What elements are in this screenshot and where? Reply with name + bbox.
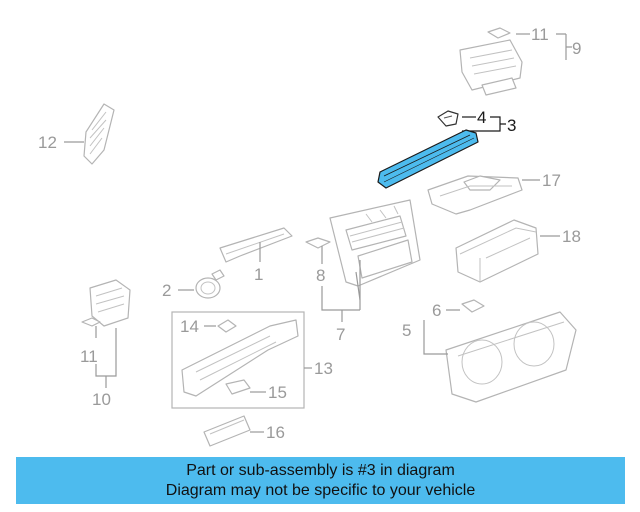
leader-7-arrow [355, 271, 361, 301]
callout-16: 16 [266, 423, 285, 442]
callout-5: 5 [402, 321, 411, 340]
callout-13: 13 [314, 359, 333, 378]
banner-line-1: Part or sub-assembly is #3 in diagram [186, 462, 455, 479]
part-13-lower-panel[interactable] [181, 319, 299, 397]
part-11-clip-upper[interactable] [487, 27, 511, 39]
bracket-10 [95, 326, 117, 388]
banner-line-2: Diagram may not be specific to your vehi… [165, 482, 476, 499]
part-15-bracket[interactable] [225, 379, 251, 395]
callout-4: 4 [477, 108, 486, 127]
part-11-clip-lower[interactable] [81, 317, 101, 327]
part-16-glove-box[interactable] [203, 415, 251, 447]
part-4-clip[interactable] [437, 110, 459, 127]
part-18-control-module[interactable] [455, 219, 539, 283]
bracket-3 [490, 116, 506, 132]
part-12-side-vent[interactable] [83, 103, 115, 165]
callout-17: 17 [542, 171, 561, 190]
callout-9: 9 [572, 39, 581, 58]
part-17-upper-cover[interactable] [427, 175, 523, 215]
part-9-air-vent[interactable] [459, 39, 523, 96]
part-2-ring[interactable] [195, 269, 225, 299]
callout-14: 14 [180, 317, 199, 336]
callout-10: 10 [92, 390, 111, 409]
part-1-top-trim[interactable] [219, 227, 293, 263]
callout-18: 18 [562, 227, 581, 246]
bracket-5 [423, 309, 460, 355]
part-14-clip[interactable] [217, 319, 237, 333]
part-6-clip[interactable] [461, 299, 485, 313]
callout-3: 3 [507, 116, 516, 135]
callout-15: 15 [268, 383, 287, 402]
callout-1: 1 [254, 265, 263, 284]
callout-11-upper: 11 [531, 25, 549, 44]
callout-12: 12 [38, 133, 57, 152]
part-10-side-vent[interactable] [89, 279, 131, 327]
callout-11-lower: 11 [80, 347, 98, 366]
callout-6: 6 [432, 301, 441, 320]
callout-7: 7 [336, 325, 345, 344]
callout-8: 8 [316, 266, 325, 285]
parts-diagram: 11 9 12 4 3 17 18 8 7 1 2 11 10 14 13 15… [38, 25, 581, 447]
bracket-7 [321, 260, 361, 322]
part-5-instrument-cluster[interactable] [445, 311, 577, 403]
callout-2: 2 [162, 281, 171, 300]
box-13 [171, 311, 305, 409]
part-7-center-bezel[interactable] [329, 199, 421, 287]
part-3-trim-strip[interactable] [377, 129, 479, 189]
info-banner: Part or sub-assembly is #3 in diagram Di… [16, 457, 625, 504]
bracket-9 [556, 33, 572, 60]
part-8-clip[interactable] [305, 237, 331, 249]
